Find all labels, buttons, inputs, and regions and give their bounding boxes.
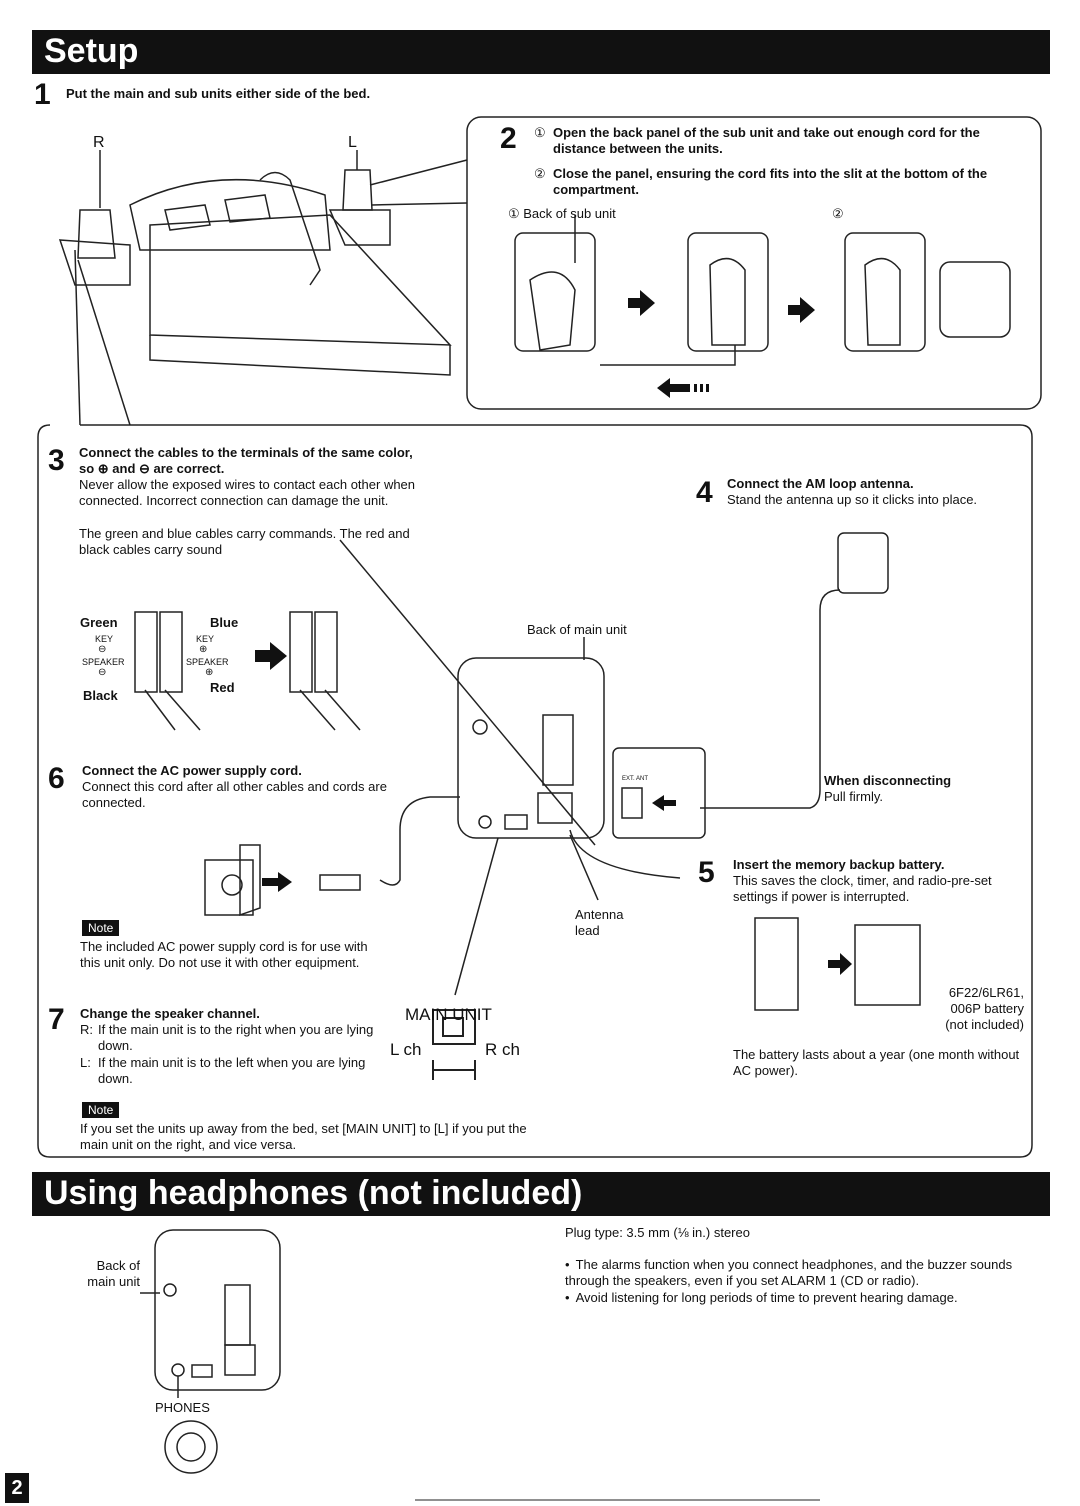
step2-item2: Close the panel, ensuring the cord fits … [553, 166, 988, 197]
when-disconnecting-heading: When disconnecting [824, 773, 952, 788]
back-of-main-unit-label: Back of main unit [527, 622, 627, 637]
label-key-right: KEY [196, 634, 215, 644]
label-key-minus: ⊖ [98, 644, 107, 655]
step1-text: Put the main and sub units either side o… [66, 86, 371, 101]
step2-number: 2 [500, 122, 517, 155]
label-blue: Blue [210, 615, 239, 630]
plug-type: Plug type: 3.5 mm (⅛ in.) stereo [565, 1225, 750, 1240]
label-speaker-plus: ⊕ [205, 667, 214, 678]
headphones-title-banner: Using headphones (not included) [32, 1172, 1050, 1216]
label-speaker-minus: ⊖ [98, 667, 107, 678]
headphones-bullet-2: Avoid listening for long periods of time… [565, 1290, 1035, 1306]
note-badge-1: Note [82, 920, 120, 936]
label-black: Black [83, 688, 118, 703]
battery-label: 6F22/6LR61, 006P battery (not included) [945, 985, 1024, 1032]
step2-item2-mark: ② [534, 166, 546, 181]
step5-number: 5 [698, 856, 715, 889]
bed-label-r: R [93, 134, 105, 151]
step2-item1: Open the back panel of the sub unit and … [553, 125, 980, 156]
step7-heading: Change the speaker channel. [80, 1006, 260, 1021]
label-red: Red [210, 680, 235, 695]
step4-heading: Connect the AM loop antenna. [727, 476, 914, 491]
label-speaker-left: SPEAKER [82, 657, 125, 667]
headphones-bullet-1: The alarms function when you connect hea… [565, 1257, 1035, 1289]
antenna-lead-label: Antenna lead [575, 907, 624, 938]
step6-heading: Connect the AC power supply cord. [82, 763, 302, 778]
step5-body: This saves the clock, timer, and radio-p… [733, 873, 992, 904]
step2-item1-mark: ① [534, 125, 546, 140]
step7-r-key: R: [80, 1022, 93, 1037]
step3-number: 3 [48, 444, 65, 477]
main-unit-label: MAIN UNIT [405, 1005, 492, 1024]
battery-life: The battery lasts about a year (one mont… [733, 1047, 1020, 1078]
step3-heading: Connect the cables to the terminals of t… [79, 445, 413, 476]
step3-body2: The green and blue cables carry commands… [79, 526, 410, 557]
ext-ant-label: EXT. ANT [622, 776, 649, 782]
step7-number: 7 [48, 1003, 65, 1036]
note2-text: If you set the units up away from the be… [80, 1121, 527, 1152]
step4-number: 4 [696, 476, 713, 509]
step2-caption-2: ② [832, 206, 844, 221]
step7-l-text: If the main unit is to the left when you… [98, 1055, 366, 1086]
main-unit-rch: R ch [485, 1040, 520, 1059]
step6-number: 6 [48, 762, 65, 795]
setup-title-banner: Setup [32, 30, 1050, 74]
label-key-plus: ⊕ [199, 644, 208, 655]
label-key-left: KEY [95, 634, 114, 644]
step5-heading: Insert the memory backup battery. [733, 857, 945, 872]
headphones-back-label: Back of main unit [87, 1258, 140, 1289]
page-number: 2 [11, 1477, 23, 1499]
note1-text: The included AC power supply cord is for… [80, 939, 368, 970]
step6-body: Connect this cord after all other cables… [82, 779, 387, 810]
page-number-box: 2 [5, 1473, 29, 1503]
setup-title: Setup [44, 32, 139, 70]
note-badge-2: Note [82, 1102, 120, 1118]
step2-caption-back-of-sub-unit: ① Back of sub unit [508, 206, 616, 221]
step4-body: Stand the antenna up so it clicks into p… [727, 492, 978, 507]
step1-number: 1 [34, 78, 51, 111]
bed-label-l: L [348, 134, 357, 151]
phones-label: PHONES [155, 1400, 210, 1415]
headphones-title: Using headphones (not included) [44, 1174, 583, 1212]
when-disconnecting-body: Pull firmly. [824, 789, 883, 804]
label-green: Green [80, 615, 118, 630]
step7-r-text: If the main unit is to the right when yo… [98, 1022, 374, 1053]
step3-body: Never allow the exposed wires to contact… [79, 477, 416, 508]
step7-l-key: L: [80, 1055, 91, 1070]
main-unit-lch: L ch [390, 1040, 422, 1059]
label-speaker-right: SPEAKER [186, 657, 229, 667]
